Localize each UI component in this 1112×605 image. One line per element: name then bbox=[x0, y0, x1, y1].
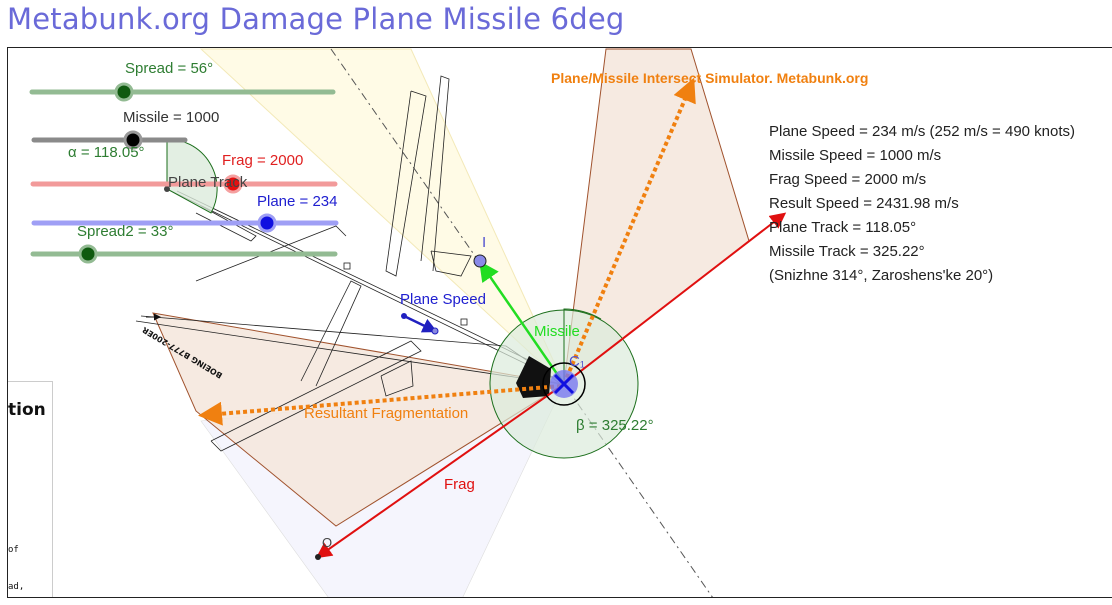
c1-circle bbox=[542, 362, 586, 406]
point-o-label: O bbox=[322, 535, 333, 550]
slider-plane[interactable] bbox=[31, 213, 339, 233]
geogebra-applet[interactable]: BOEING B777-200ER Spread = 56° Missile =… bbox=[7, 47, 1112, 598]
beta-label: β = 325.22° bbox=[576, 417, 654, 434]
resultant-label: Resultant Fragmentation bbox=[304, 405, 469, 422]
track-line bbox=[330, 48, 713, 597]
plane-speed-start-point[interactable] bbox=[401, 313, 407, 319]
slider-label-spread: Spread = 56° bbox=[125, 60, 214, 77]
frag-label: Frag bbox=[444, 476, 475, 493]
info-missile-speed: Missile Speed = 1000 m/s bbox=[769, 147, 942, 164]
alpha-label: α = 118.05° bbox=[68, 144, 145, 161]
resultant-vector-up bbox=[562, 77, 696, 385]
slider-label-plane: Plane = 234 bbox=[257, 193, 338, 210]
slider-knob[interactable] bbox=[123, 130, 143, 150]
slider-spread[interactable] bbox=[29, 82, 336, 102]
plane-speed-label: Plane Speed bbox=[400, 291, 486, 308]
missile-label: Missile bbox=[534, 323, 580, 340]
slider-label-missile: Missile = 1000 bbox=[123, 109, 220, 126]
resultant-vector-left bbox=[198, 384, 562, 426]
page-title: Metabunk.org Damage Plane Missile 6deg bbox=[7, 2, 625, 36]
spread-yellow-region bbox=[199, 48, 565, 385]
point-i-label: I bbox=[482, 234, 487, 251]
info-locations: (Snizhne 314°, Zaroshens'ke 20°) bbox=[769, 267, 994, 284]
info-plane-track: Plane Track = 118.05° bbox=[769, 219, 917, 236]
plane-track-label: Plane Track bbox=[168, 174, 248, 191]
frag-vector bbox=[563, 212, 787, 385]
slider-label-frag: Frag = 2000 bbox=[222, 152, 304, 169]
info-panel: Plane Speed = 234 m/s (252 m/s = 490 kno… bbox=[769, 120, 1075, 288]
frag-cone-left bbox=[152, 312, 566, 527]
slider-frag[interactable] bbox=[30, 174, 338, 194]
info-result-speed: Result Speed = 2431.98 m/s bbox=[769, 195, 959, 212]
slider-missile[interactable] bbox=[31, 130, 188, 150]
slider-knob[interactable] bbox=[78, 244, 98, 264]
slider-knob[interactable] bbox=[223, 174, 243, 194]
center-x-icon bbox=[553, 373, 575, 395]
frag-vector-opposite bbox=[315, 383, 565, 559]
c1-label: C₁ bbox=[569, 353, 585, 370]
point-i[interactable] bbox=[473, 254, 487, 268]
plane-speed-end-point[interactable] bbox=[431, 327, 439, 335]
side-panel-text: ad, bbox=[8, 582, 25, 592]
side-panel-heading: tion bbox=[8, 400, 46, 420]
side-panel-text: of bbox=[8, 545, 19, 555]
side-panel[interactable]: tion of ad, bbox=[8, 381, 53, 597]
beta-sector-edge bbox=[563, 308, 602, 384]
plane-speed-vector bbox=[403, 314, 438, 333]
slider-knob[interactable] bbox=[114, 82, 134, 102]
info-missile-track: Missile Track = 325.22° bbox=[769, 243, 925, 260]
simulator-title: Plane/Missile Intersect Simulator. Metab… bbox=[551, 70, 869, 86]
slider-label-spread2: Spread2 = 33° bbox=[77, 223, 174, 240]
plane-track-point[interactable] bbox=[164, 186, 170, 192]
slider-knob[interactable] bbox=[257, 213, 277, 233]
missile-vector bbox=[479, 260, 566, 385]
slider-spread2[interactable] bbox=[30, 244, 338, 264]
point-o[interactable] bbox=[315, 554, 321, 560]
info-frag-speed: Frag Speed = 2000 m/s bbox=[769, 171, 927, 188]
geometry-canvas[interactable]: BOEING B777-200ER bbox=[7, 47, 1112, 598]
info-plane-speed: Plane Speed = 234 m/s (252 m/s = 490 kno… bbox=[769, 123, 1076, 140]
